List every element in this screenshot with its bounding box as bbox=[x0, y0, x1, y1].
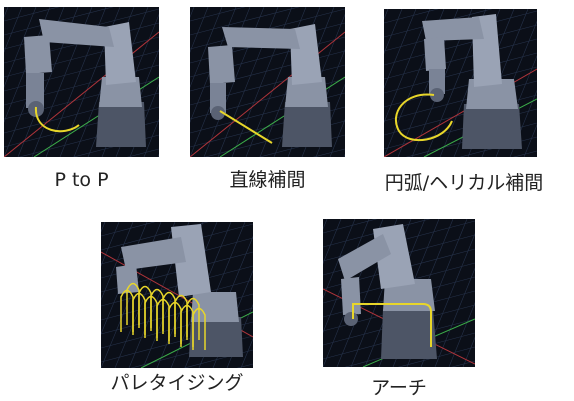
caption-palletizing: パレタイジング bbox=[110, 372, 244, 394]
p-to-p-scene bbox=[4, 7, 159, 157]
motion-path bbox=[394, 93, 453, 141]
motion-path bbox=[352, 303, 432, 347]
grid-line bbox=[384, 9, 439, 24]
grid-line bbox=[101, 222, 134, 301]
grid-line bbox=[4, 7, 51, 123]
grid-line bbox=[384, 38, 537, 80]
grid-line bbox=[190, 7, 246, 22]
grid-line bbox=[126, 148, 159, 157]
panel-linear-interpolation-viewport bbox=[190, 7, 345, 157]
grid-line bbox=[323, 219, 378, 234]
caption-arch: アーチ bbox=[371, 377, 427, 399]
grid-line bbox=[4, 7, 23, 53]
grid-line bbox=[512, 150, 537, 157]
grid-line bbox=[384, 9, 431, 124]
grid-line bbox=[190, 7, 223, 88]
grid-line bbox=[384, 52, 537, 94]
x-axis-line bbox=[190, 31, 345, 157]
grid-line bbox=[190, 7, 209, 53]
grid-line bbox=[323, 219, 356, 299]
grid-line bbox=[448, 302, 475, 367]
grid-line bbox=[190, 7, 300, 36]
grid-line bbox=[4, 7, 37, 88]
grid-line bbox=[523, 124, 537, 157]
robot-arm bbox=[116, 224, 243, 357]
grid-line bbox=[384, 24, 537, 66]
grid-line bbox=[323, 219, 342, 265]
grid-line bbox=[101, 222, 156, 237]
grid-line bbox=[240, 338, 253, 368]
grid-line bbox=[384, 9, 403, 55]
x-axis-line bbox=[4, 31, 159, 157]
linear-interpolation-scene bbox=[190, 7, 345, 157]
motion-path bbox=[219, 110, 273, 144]
grid-line bbox=[343, 153, 345, 157]
grid-line bbox=[101, 222, 120, 267]
grid-line bbox=[4, 7, 60, 22]
robot-arm bbox=[208, 24, 332, 147]
arch-scene bbox=[323, 219, 475, 367]
grid-line bbox=[384, 9, 417, 89]
caption-arc-helical-interpolation: 円弧/ヘリカル補間 bbox=[384, 172, 544, 194]
panel-arc-helical-interpolation-viewport bbox=[384, 9, 537, 157]
caption-linear-interpolation: 直線補間 bbox=[229, 169, 306, 191]
grid-line bbox=[434, 267, 475, 367]
robot-arm bbox=[338, 224, 437, 359]
grid-line bbox=[323, 219, 370, 334]
grid-line bbox=[157, 153, 159, 157]
grid-line bbox=[397, 346, 475, 367]
panel-p-to-p-viewport bbox=[4, 7, 159, 157]
grid-line bbox=[236, 363, 253, 368]
palletizing-motion-paths bbox=[120, 282, 206, 350]
grid-line bbox=[4, 7, 114, 36]
caption-p-to-p: P to P bbox=[54, 169, 109, 191]
arc-helical-interpolation-scene bbox=[384, 9, 537, 157]
robot-arm bbox=[422, 14, 522, 149]
panel-palletizing-viewport bbox=[101, 222, 253, 368]
grid-line bbox=[451, 360, 475, 367]
robot-arm bbox=[24, 19, 146, 147]
grid-line bbox=[384, 66, 537, 108]
grid-line bbox=[143, 118, 159, 157]
palletizing-scene bbox=[101, 222, 253, 368]
panel-arch-viewport bbox=[323, 219, 475, 367]
grid-line bbox=[329, 118, 345, 157]
grid-line bbox=[384, 9, 493, 38]
grid-line bbox=[312, 148, 345, 157]
grid-line bbox=[462, 336, 475, 367]
motion-path bbox=[34, 106, 80, 133]
